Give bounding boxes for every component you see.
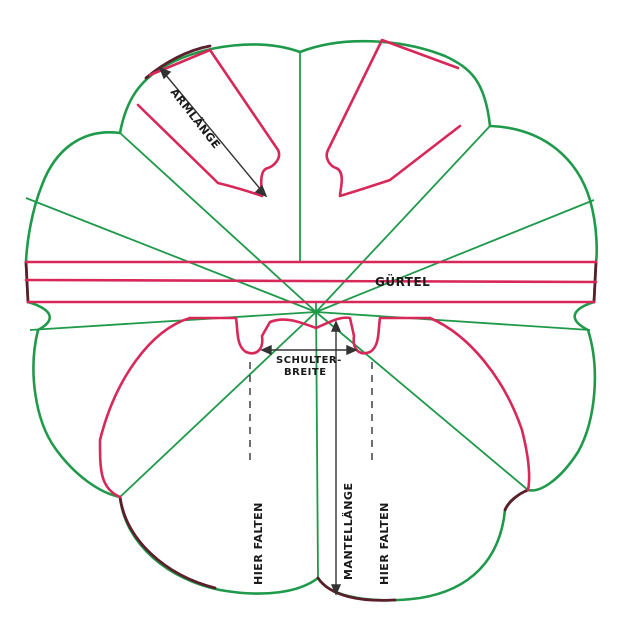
outer-scalloped-outline: [24, 39, 598, 602]
armlaenge-arrow-start: [158, 66, 172, 80]
mantellaenge-arrow-bottom: [330, 584, 342, 596]
labels: ARMLÄNGE GÜRTEL SCHULTER- BREITE HIER FA…: [168, 85, 430, 585]
scallop-bottom-left: [118, 495, 320, 595]
schulterbreite-arrow-left: [260, 344, 272, 356]
sleeve-left-cut: [136, 48, 281, 198]
scallop-lower-left: [26, 300, 122, 499]
scallop-upper-right: [488, 124, 598, 264]
scallop-upper-left: [24, 130, 122, 264]
sleeve-right-cut: [325, 38, 462, 198]
dark-edge-bottom-right: [503, 488, 530, 512]
radial-line-lower-left: [119, 311, 317, 498]
label-guertel: GÜRTEL: [375, 274, 430, 289]
scallop-top-right: [298, 39, 492, 128]
armlaenge-arrow-line: [159, 67, 267, 197]
mantellaenge-arrow-top: [330, 320, 342, 332]
radial-line-right-mid: [315, 311, 591, 331]
label-mantellaenge: MANTELLÄNGE: [341, 483, 355, 580]
label-hier-falten-left: HIER FALTEN: [252, 502, 265, 585]
scallop-lower-right: [526, 300, 597, 492]
radial-line-left-mid: [29, 311, 317, 331]
coat-body-left: [98, 316, 192, 499]
radial-line-vertical-bottom: [315, 301, 319, 579]
radial-line-lower-right: [315, 311, 529, 491]
dark-edge-bottom-left: [118, 495, 217, 590]
dark-edge-bottom-mid: [316, 576, 397, 602]
label-schulter-line2: BREITE: [284, 367, 327, 378]
cut-lines: [24, 38, 598, 499]
armlaenge-arrow-end: [254, 184, 268, 198]
label-schulter-line1: SCHULTER-: [276, 355, 342, 366]
schulterbreite-arrow-right: [346, 344, 358, 356]
radial-line-top-left: [119, 132, 317, 313]
radial-lines: [25, 52, 595, 579]
scallop-top-left: [118, 43, 302, 135]
radial-line-left: [25, 197, 317, 313]
measurements: [158, 66, 373, 596]
coat-body-right: [428, 316, 531, 492]
coat-neck: [188, 316, 432, 355]
label-hier-falten-right: HIER FALTEN: [378, 502, 391, 585]
radial-line-right: [315, 199, 595, 313]
dark-edge-belt-left: [24, 260, 30, 304]
belt-middle: [24, 278, 598, 284]
